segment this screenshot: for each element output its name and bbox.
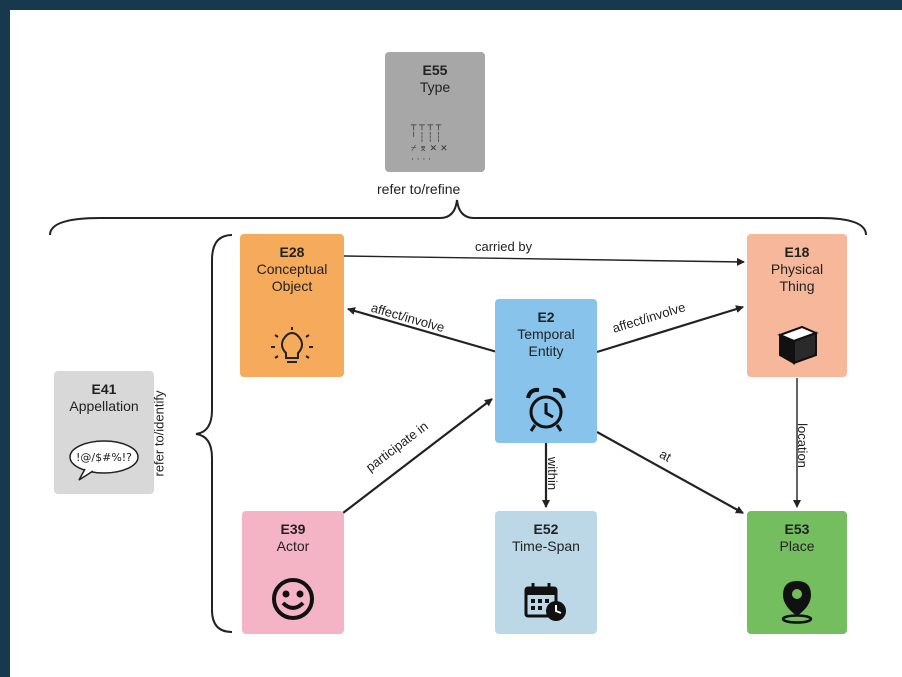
node-code: E41: [91, 381, 117, 397]
top-brace: [49, 199, 867, 236]
arrow-carried-by: [343, 255, 745, 266]
arrow-at: [596, 431, 744, 514]
left-brace: [195, 234, 233, 633]
svg-text:╵ ┆ ┆ ┆: ╵ ┆ ┆ ┆: [411, 131, 441, 143]
node-name: Physical Thing: [770, 261, 824, 294]
node-code: E18: [784, 244, 810, 260]
node-code: E28: [279, 244, 305, 260]
node-code: E2: [537, 309, 555, 325]
arrow-affect-right: [596, 305, 744, 354]
label-location: location: [794, 423, 810, 468]
arrow-affect-left: [347, 307, 498, 354]
node-code: E52: [533, 521, 559, 537]
calendar-clock-icon: [495, 580, 597, 624]
svg-text:┬ ┬ ┬ ┬: ┬ ┬ ┬ ┬: [410, 121, 442, 131]
node-e52-time-span: E52 Time-Span: [495, 511, 597, 634]
node-e28-conceptual-object: E28 Conceptual Object: [240, 234, 344, 377]
node-code: E39: [280, 521, 306, 537]
arrow-participate: [342, 398, 493, 514]
node-e53-place: E53 Place: [747, 511, 847, 634]
node-e39-actor: E39 Actor: [242, 511, 344, 634]
node-e41-appellation: E41 Appellation !@/$#%!?: [54, 371, 154, 494]
label-within: within: [545, 456, 561, 491]
location-pin-icon: [747, 578, 847, 624]
label-carried-by: carried by: [475, 239, 533, 254]
cube-icon: [747, 319, 847, 369]
node-code: E53: [784, 521, 810, 537]
node-name: Actor: [276, 538, 310, 554]
bubble-text: !@/$#%!?: [76, 451, 132, 464]
node-code: E55: [422, 62, 448, 78]
smiley-icon: [242, 576, 344, 622]
node-name: Time-Span: [512, 538, 580, 554]
svg-text:⌿ ⌆ ✕ ✕: ⌿ ⌆ ✕ ✕: [411, 144, 448, 154]
node-name: Place: [779, 538, 815, 554]
node-name: Conceptual Object: [256, 261, 328, 294]
taxonomy-icon: ┬ ┬ ┬ ┬ ╵ ┆ ┆ ┆ ⌿ ⌆ ✕ ✕ · · · ·: [385, 118, 485, 164]
node-e2-temporal-entity: E2 Temporal Entity: [495, 299, 597, 443]
node-name: Appellation: [69, 398, 139, 414]
lightbulb-icon: [240, 327, 344, 369]
node-e55-type: E55 Type ┬ ┬ ┬ ┬ ╵ ┆ ┆ ┆ ⌿ ⌆ ✕ ✕ · · · ·: [385, 52, 485, 172]
speech-bubble-icon: !@/$#%!?: [54, 438, 154, 482]
node-e18-physical-thing: E18 Physical Thing: [747, 234, 847, 377]
label-refer-identify: refer to/identify: [151, 390, 167, 477]
node-name: Temporal Entity: [517, 326, 575, 359]
node-name: Type: [419, 79, 451, 95]
alarm-clock-icon: [495, 385, 597, 435]
svg-text:· · · ·: · · · ·: [411, 155, 431, 164]
label-refer-refine: refer to/refine: [377, 181, 461, 197]
